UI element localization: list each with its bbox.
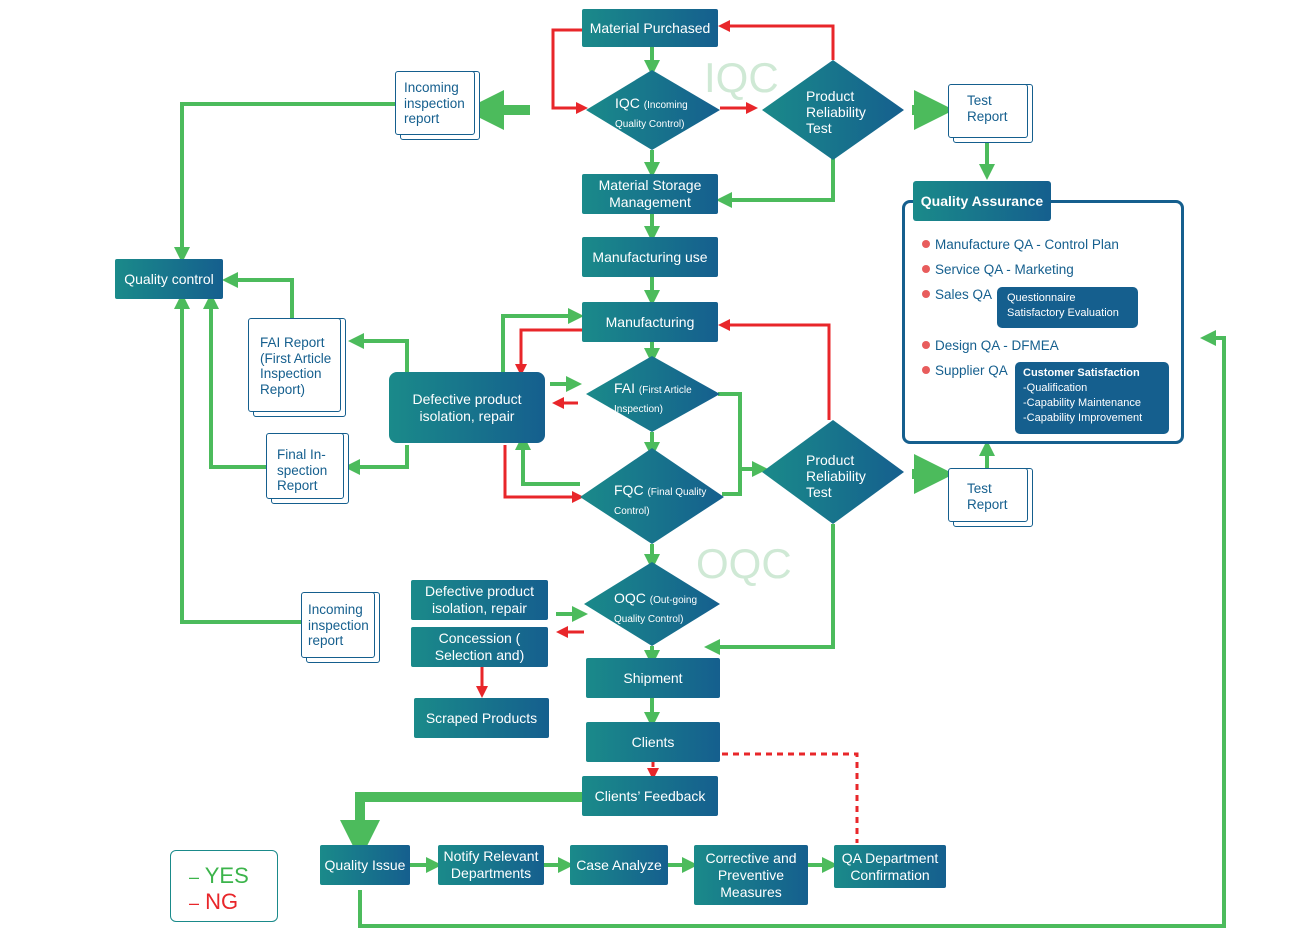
material-purchased-box: Material Purchased [582, 9, 718, 47]
supplier-sub-line-1: -Qualification [1023, 382, 1088, 394]
fqc-diamond [580, 448, 724, 544]
reliability-top-label: Product Reliability Test [806, 88, 866, 136]
supplier-sub-line-3: -Capability Improvement [1023, 412, 1143, 424]
notify-departments-box: Notify Relevant Departments [438, 845, 544, 885]
reliability-mid-label: Product Reliability Test [806, 452, 866, 500]
quality-issue-box: Quality Issue [320, 845, 410, 885]
concession-box: Concession ( Selection and) [411, 627, 548, 667]
defective-isolation-low-box: Defective product isolation, repair [411, 580, 548, 620]
fai-label: FAI (First Article Inspection) [614, 380, 692, 415]
iqc-label: IQC (Incoming Quality Control) [615, 95, 688, 130]
incoming-report-top-doc: Incoming inspection report [395, 71, 480, 140]
iqc-diamond [586, 70, 720, 150]
quality-assurance-title: Quality Assurance [913, 181, 1051, 221]
iqc-watermark: IQC [704, 54, 779, 101]
test-report-top-doc: Test Report [948, 84, 1033, 143]
qa-item-sales: Sales QA [922, 287, 992, 302]
qa-item-supplier: Supplier QA [922, 363, 1008, 378]
qa-item-design: Design QA - DFMEA [922, 338, 1059, 353]
reliability-top-diamond [762, 60, 904, 160]
oqc-diamond [584, 562, 720, 646]
defective-isolation-mid-box: Defective product isolation, repair [389, 372, 545, 443]
case-analyze-box: Case Analyze [570, 845, 668, 885]
qa-item-manufacture: Manufacture QA - Control Plan [922, 237, 1119, 252]
supplier-sub-line-2: -Capability Maintenance [1023, 397, 1142, 409]
incoming-report-low-doc: Incoming inspection report [301, 592, 380, 663]
clients-box: Clients [586, 722, 720, 762]
shipment-box: Shipment [586, 658, 720, 698]
clients-feedback-box: Clients’ Feedback [582, 776, 718, 816]
oqc-label: OQC (Out-going Quality Control) [614, 590, 698, 625]
manufacturing-box: Manufacturing [582, 302, 718, 342]
legend-ng: – NG [189, 889, 239, 914]
scraped-products-box: Scraped Products [414, 698, 549, 738]
oqc-watermark: OQC [696, 540, 792, 587]
sales-qa-sub-box: Questionnaire Satisfactory Evaluation [997, 287, 1138, 328]
supplier-qa-sub-box: Customer Satisfaction -Qualification -Ca… [1015, 362, 1169, 434]
manufacturing-use-box: Manufacturing use [582, 237, 718, 277]
legend: – YES – NG [170, 850, 278, 922]
material-storage-box: Material Storage Management [582, 174, 718, 214]
qa-item-service: Service QA - Marketing [922, 262, 1074, 277]
corrective-measures-box: Corrective and Preventive Measures [694, 845, 808, 905]
fai-diamond [586, 356, 720, 432]
final-report-doc: Final In- spection Report [266, 433, 349, 504]
fai-report-doc: FAI Report (First Article Inspection Rep… [248, 318, 346, 417]
quality-control-box: Quality control [115, 259, 223, 299]
test-report-low-doc: Test Report [948, 468, 1033, 527]
fqc-label: FQC (Final Quality Control) [614, 482, 707, 517]
reliability-mid-diamond [762, 420, 904, 524]
legend-yes: – YES [189, 863, 249, 888]
qa-confirmation-box: QA Department Confirmation [834, 845, 946, 888]
decision-shapes [580, 60, 904, 646]
customer-satisfaction-title: Customer Satisfaction [1023, 367, 1140, 379]
